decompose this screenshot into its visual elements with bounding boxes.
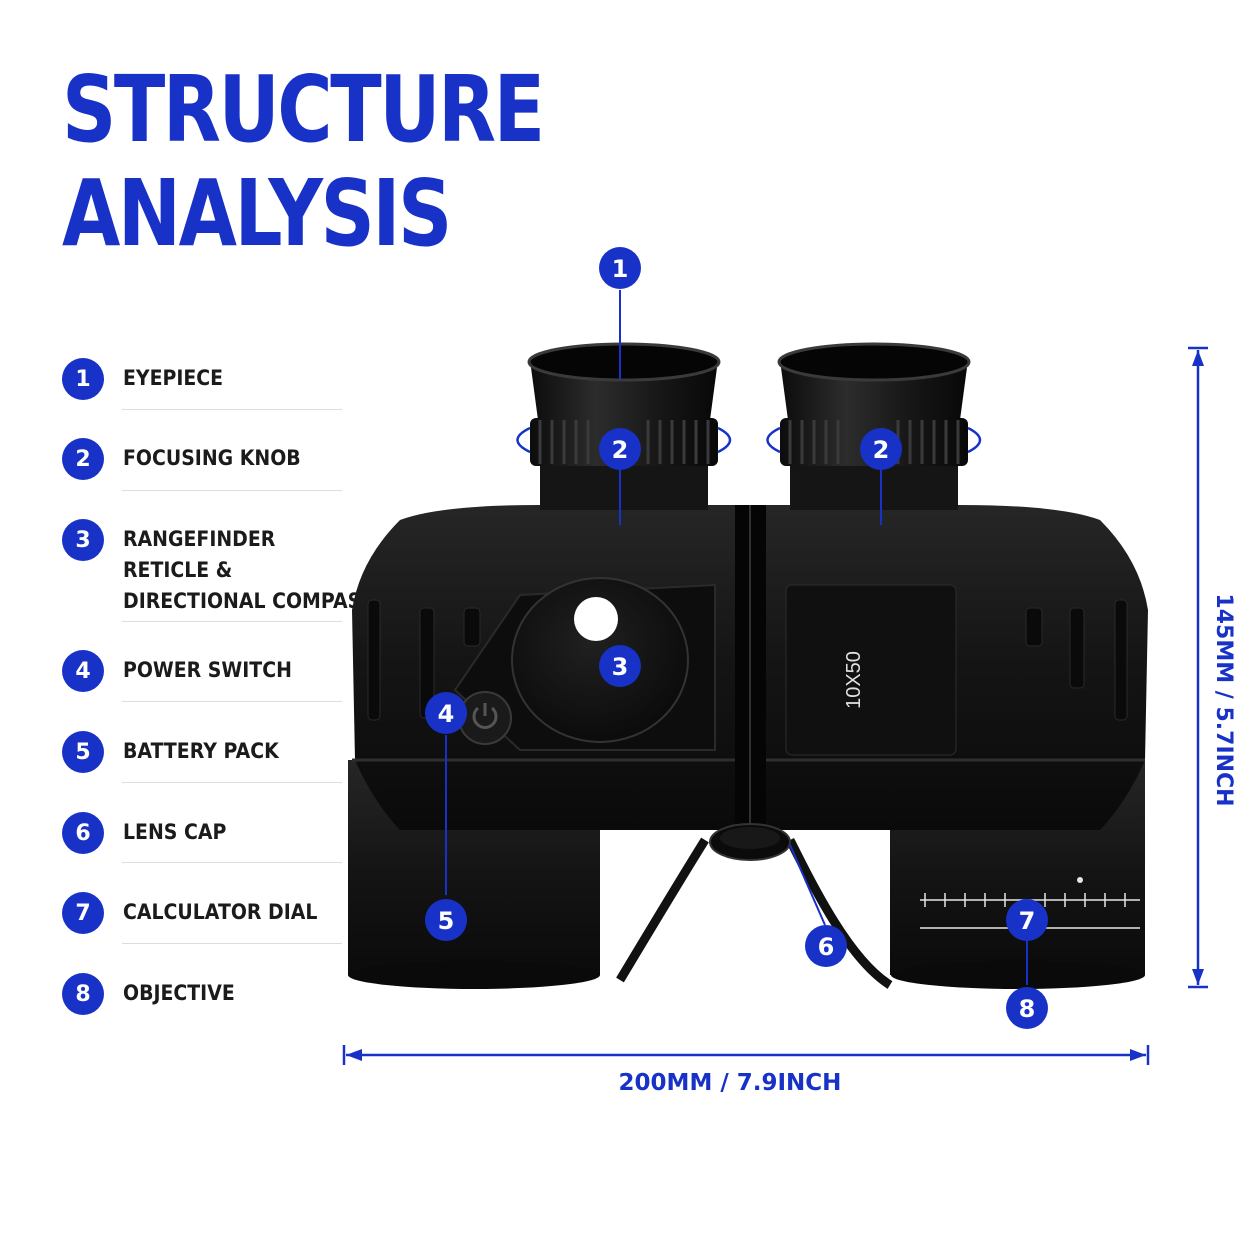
svg-text:6: 6 [818,933,835,961]
svg-text:5: 5 [438,907,455,935]
callout-4: 4 [425,692,467,734]
legend-number-badge: 2 [62,438,104,480]
legend-number-badge: 3 [62,519,104,561]
legend-divider [122,621,342,622]
legend-number-badge: 7 [62,892,104,934]
legend-number-badge: 5 [62,731,104,773]
callout-1: 1 [599,247,641,289]
page-title: STRUCTURE ANALYSIS [62,56,545,267]
rotate-arrow-icon [516,426,982,454]
legend-number-badge: 1 [62,358,104,400]
legend-number-badge: 8 [62,973,104,1015]
height-dimension [1188,346,1208,989]
legend-label: OBJECTIVE [123,981,235,1005]
callout-8: 8 [1006,987,1048,1029]
svg-text:3: 3 [612,653,629,681]
legend-item-rangefinder: 3 RANGEFINDER RETICLE & DIRECTIONAL COMP… [62,511,402,617]
callout-7: 7 [1006,899,1048,941]
height-dimension-label: 145MM / 5.7INCH [1211,593,1236,806]
width-dimension-label: 200MM / 7.9INCH [619,1070,842,1096]
compass-housing [453,577,716,751]
title-line-2: ANALYSIS [62,160,452,267]
legend-divider [122,782,342,783]
left-eyepiece [527,342,721,510]
legend-item-battery-pack: 5 BATTERY PACK [62,723,296,773]
legend-label: LENS CAP [123,820,227,844]
width-dimension [342,1045,1150,1065]
legend-label: CALCULATOR DIAL [123,900,318,924]
callout-2-left: 2 [599,428,641,470]
power-button-icon [458,691,512,745]
legend-item-eyepiece: 1 EYEPIECE [62,350,234,400]
svg-text:2: 2 [612,436,629,464]
compass-illumination-window [574,597,618,641]
callout-6: 6 [805,925,847,967]
svg-text:7: 7 [1019,907,1036,935]
legend-item-lens-cap: 6 LENS CAP [62,804,238,854]
bridge-hinge [709,823,791,861]
lanyard-strap-left [616,837,709,983]
right-eyepiece [777,342,971,510]
lanyard-strap-right [785,837,893,989]
legend-number-badge: 4 [62,650,104,692]
title-line-1: STRUCTURE [62,56,545,163]
legend-label: BATTERY PACK [123,739,279,763]
legend-item-objective: 8 OBJECTIVE [62,965,247,1015]
legend-label: EYEPIECE [123,366,224,390]
svg-text:4: 4 [438,700,455,728]
legend-divider [122,409,342,410]
legend-divider [122,943,342,944]
callout-2-right: 2 [860,428,902,470]
legend-item-calculator-dial: 7 CALCULATOR DIAL [62,884,339,934]
callout-leaders [445,290,1028,985]
callout-3: 3 [599,645,641,687]
legend-number-badge: 6 [62,812,104,854]
svg-text:2: 2 [873,436,890,464]
legend-item-power-switch: 4 POWER SWITCH [62,642,311,692]
legend-label: FOCUSING KNOB [123,446,301,470]
legend-divider [122,701,342,702]
legend-divider [122,862,342,863]
callout-5: 5 [425,899,467,941]
legend-label: POWER SWITCH [123,658,292,682]
svg-text:1: 1 [612,255,629,283]
legend-divider [122,490,342,491]
model-label: 10X50 [843,651,865,709]
svg-text:8: 8 [1019,995,1036,1023]
model-plate: 10X50 [785,584,957,756]
legend-item-focusing-knob: 2 FOCUSING KNOB [62,430,320,480]
legend-label: RANGEFINDER RETICLE & DIRECTIONAL COMPAS… [123,527,374,613]
